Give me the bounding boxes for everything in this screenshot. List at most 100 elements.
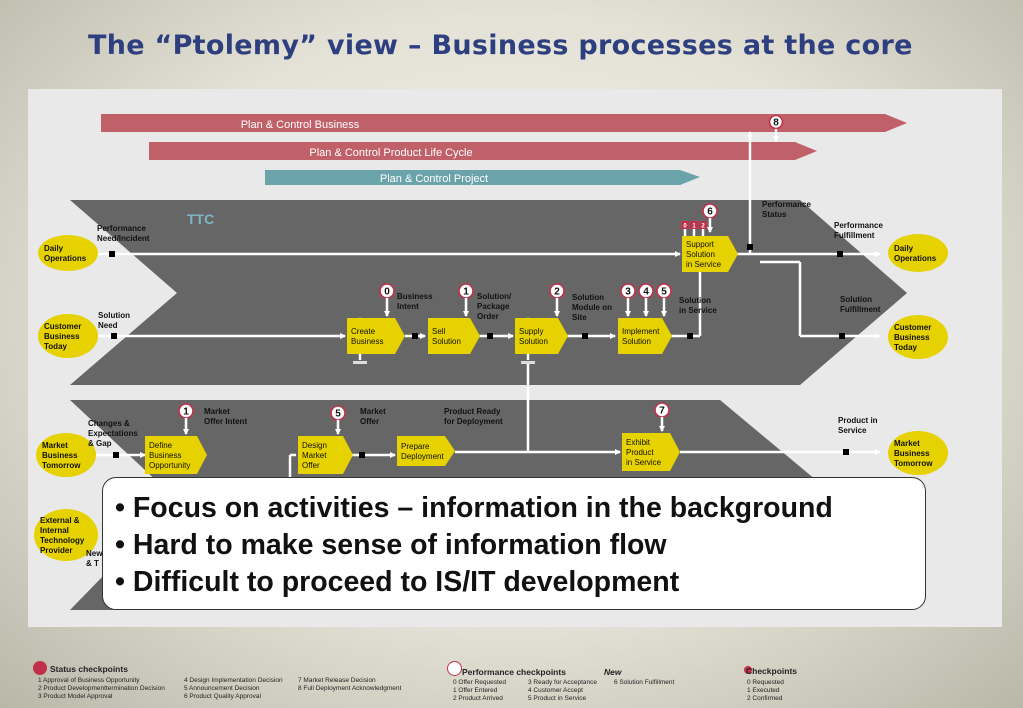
performance-legend-title: Performance checkpoints [462,667,566,677]
performance-legend-item: 2 Product Arrived [453,695,503,702]
status-legend-item: 1 Approval of Business Opportunity [38,677,140,684]
flow-node [487,333,493,339]
checkpoint-exhibit-7-label: 7 [659,406,665,417]
checkpoints-legend-item: 2 Confirmed [747,695,783,702]
flow-node [359,452,365,458]
checkpoints-legend-item: 1 Executed [747,687,780,694]
oval-market-business-tomorrow-right [888,431,948,475]
flow-node [837,251,843,257]
status-legend-item: 4 Design Implementation Decision [184,677,283,684]
performance-legend-item: 1 Offer Entered [453,687,498,694]
connector-stub [353,361,367,364]
label-changes-expectations: Changes &Expectations& Gap [88,419,138,448]
flow-node [113,452,119,458]
process-sell-solution [428,318,480,354]
process-supply-solution [515,318,568,354]
status-checkpoint-icon [33,661,47,675]
mini-checkpoint [690,221,698,229]
performance-checkpoint-icon [447,661,462,676]
checkpoints-legend-item: 0 Requested [747,679,784,686]
status-legend-item: 5 Announcement Decision [184,685,260,692]
checkpoint-define-1-label: 1 [183,407,189,418]
oval-customer-business-today-right [888,315,948,359]
checkpoints-legend-title: Checkpoints [746,666,798,676]
flow-node [747,244,753,250]
flow-node [839,333,845,339]
flow-node [582,333,588,339]
bullet-1: • Focus on activities – information in t… [115,492,833,524]
key-points-callout: • Focus on activities – information in t… [102,477,926,610]
flow-node [687,333,693,339]
checkpoint-implement-4-label: 4 [643,287,649,298]
checkpoint-6-label: 6 [707,207,713,218]
status-legend-item: 6 Product Quality Approval [184,693,261,700]
plan-project-bar [265,170,700,185]
flow-node [109,251,115,257]
checkpoint-8 [768,114,784,130]
status-legend-item: 3 Product Model Approval [38,693,113,700]
flow-node [412,333,418,339]
mini-checkpoint-label: 1 [692,224,696,230]
oval-customer-business-today-left [38,314,98,358]
status-legend-item: 8 Full Deployment Acknowledgment [298,685,402,692]
oval-technology-provider-left [34,509,98,561]
plan-business-bar [101,114,907,132]
checkpoint-implement-3-label: 3 [625,287,631,298]
plan-business-label: Plan & Control Business [241,119,360,131]
performance-legend-item: 6 Solution Fulfillment [614,679,675,686]
checkpoint-supply-2-label: 2 [554,287,560,298]
checkpoint-design-5-label: 5 [335,409,341,420]
mini-checkpoint [699,221,707,229]
status-legend-title: Status checkpoints [50,664,128,674]
process-prepare-deployment [397,436,455,466]
checkpoint-sell-1-label: 1 [463,287,469,298]
mini-checkpoint-label: 0 [683,224,687,230]
performance-legend-item: 3 Ready for Acceptance [528,679,598,686]
new-tag: New [604,667,622,677]
mini-checkpoint-label: 2 [701,224,705,230]
flow-node [843,449,849,455]
mini-checkpoint [681,221,689,229]
performance-legend-item: 4 Customer Accept [528,687,583,694]
label-new-technology: New& T [86,549,103,568]
connector-stub [521,361,535,364]
performance-legend-item: 0 Offer Requested [453,679,506,686]
oval-daily-operations-right [888,234,948,272]
performance-legend-item: 5 Product in Service [528,695,587,702]
bullet-2: • Hard to make sense of information flow [115,529,667,561]
checkpoints-legend: Checkpoints 0 Requested 1 Executed 2 Con… [740,660,860,706]
process-design-market-offer [298,436,353,474]
plan-product-bar [149,142,817,160]
oval-daily-operations-left [38,235,98,271]
page-title: The “Ptolemy” view – Business processes … [88,30,913,61]
status-legend-item: 7 Market Release Decision [298,677,376,684]
plan-product-label: Plan & Control Product Life Cycle [309,147,472,159]
process-define-business-opportunity [145,436,207,474]
process-exhibit-product [622,433,680,471]
performance-checkpoints-legend: Performance checkpoints New 0 Offer Requ… [446,660,726,706]
